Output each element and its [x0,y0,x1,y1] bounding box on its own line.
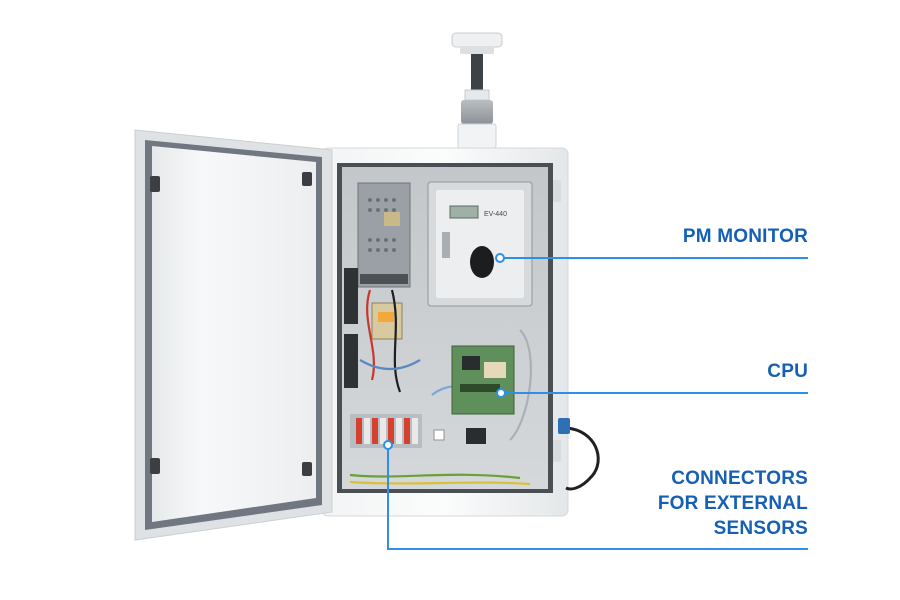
enclosure-door [134,129,333,541]
cpu-label: CPU [767,361,808,382]
connectors-callout-dot [383,440,393,450]
pm-monitor-callout-dot [495,253,505,263]
connectors-label-line-3: SENSORS [713,518,808,539]
cpu-callout-dot [496,388,506,398]
cpu-board-icon [451,345,515,444]
cable-gland [558,418,570,434]
connectors-callout-line [387,445,808,550]
sampling-inlet-icon [451,32,503,149]
connectors-label-line-1: CONNECTORS [671,468,808,489]
cooling-fan-icon [344,268,358,388]
power-supply-icon [357,182,411,288]
pm-monitor-label: PM MONITOR [682,226,808,247]
pm-monitor-icon: EV-440 [427,181,533,307]
monitor-model-label: EV-440 [484,211,507,218]
relay-board [371,302,403,340]
connectors-label: CONNECTORS FOR EXTERNAL SENSORS [568,466,808,541]
callout-dots [383,253,506,450]
callout-lines [387,257,808,550]
external-cable [565,426,600,491]
connectors-label-line-2: FOR EXTERNAL [657,493,808,514]
